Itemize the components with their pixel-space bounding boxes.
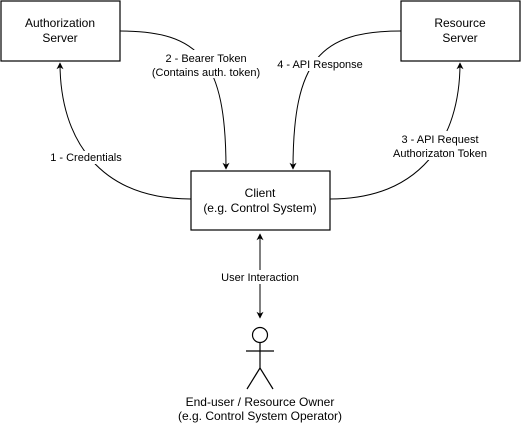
user-interaction-label: User Interaction [221, 272, 299, 284]
edge-api-request: 3 - API Request Authorizaton Token [329, 62, 500, 200]
bearer-token-label-line2: (Contains auth. token) [152, 67, 260, 79]
resource-server-label-line1: Resource [434, 16, 486, 30]
client-label-line2: (e.g. Control System) [203, 201, 316, 215]
edge-api-response: 4 - API Response [270, 30, 402, 170]
api-request-label-line2: Authorizaton Token [393, 148, 487, 160]
client-label-line1: Client [245, 186, 276, 200]
authorization-server-label-line1: Authorization [25, 16, 95, 30]
api-response-label: 4 - API Response [277, 59, 363, 71]
edge-bearer-token: 2 - Bearer Token (Contains auth. token) [119, 30, 262, 170]
client-node: Client (e.g. Control System) [190, 170, 331, 231]
edge-credentials: 1 - Credentials [47, 62, 192, 200]
api-request-label-line1: 3 - API Request [401, 134, 478, 146]
edge-user-interaction: User Interaction [216, 233, 304, 319]
end-user-label-line1: End-user / Resource Owner [186, 395, 335, 409]
end-user-actor-icon [246, 326, 274, 390]
bearer-token-label-line1: 2 - Bearer Token [165, 53, 246, 65]
end-user-label-line2: (e.g. Control System Operator) [178, 409, 342, 423]
authorization-server-node: Authorization Server [0, 0, 121, 62]
credentials-label: 1 - Credentials [50, 152, 122, 164]
resource-server-node: Resource Server [400, 0, 521, 62]
resource-server-label-line2: Server [442, 31, 477, 45]
authorization-server-label-line2: Server [42, 31, 77, 45]
